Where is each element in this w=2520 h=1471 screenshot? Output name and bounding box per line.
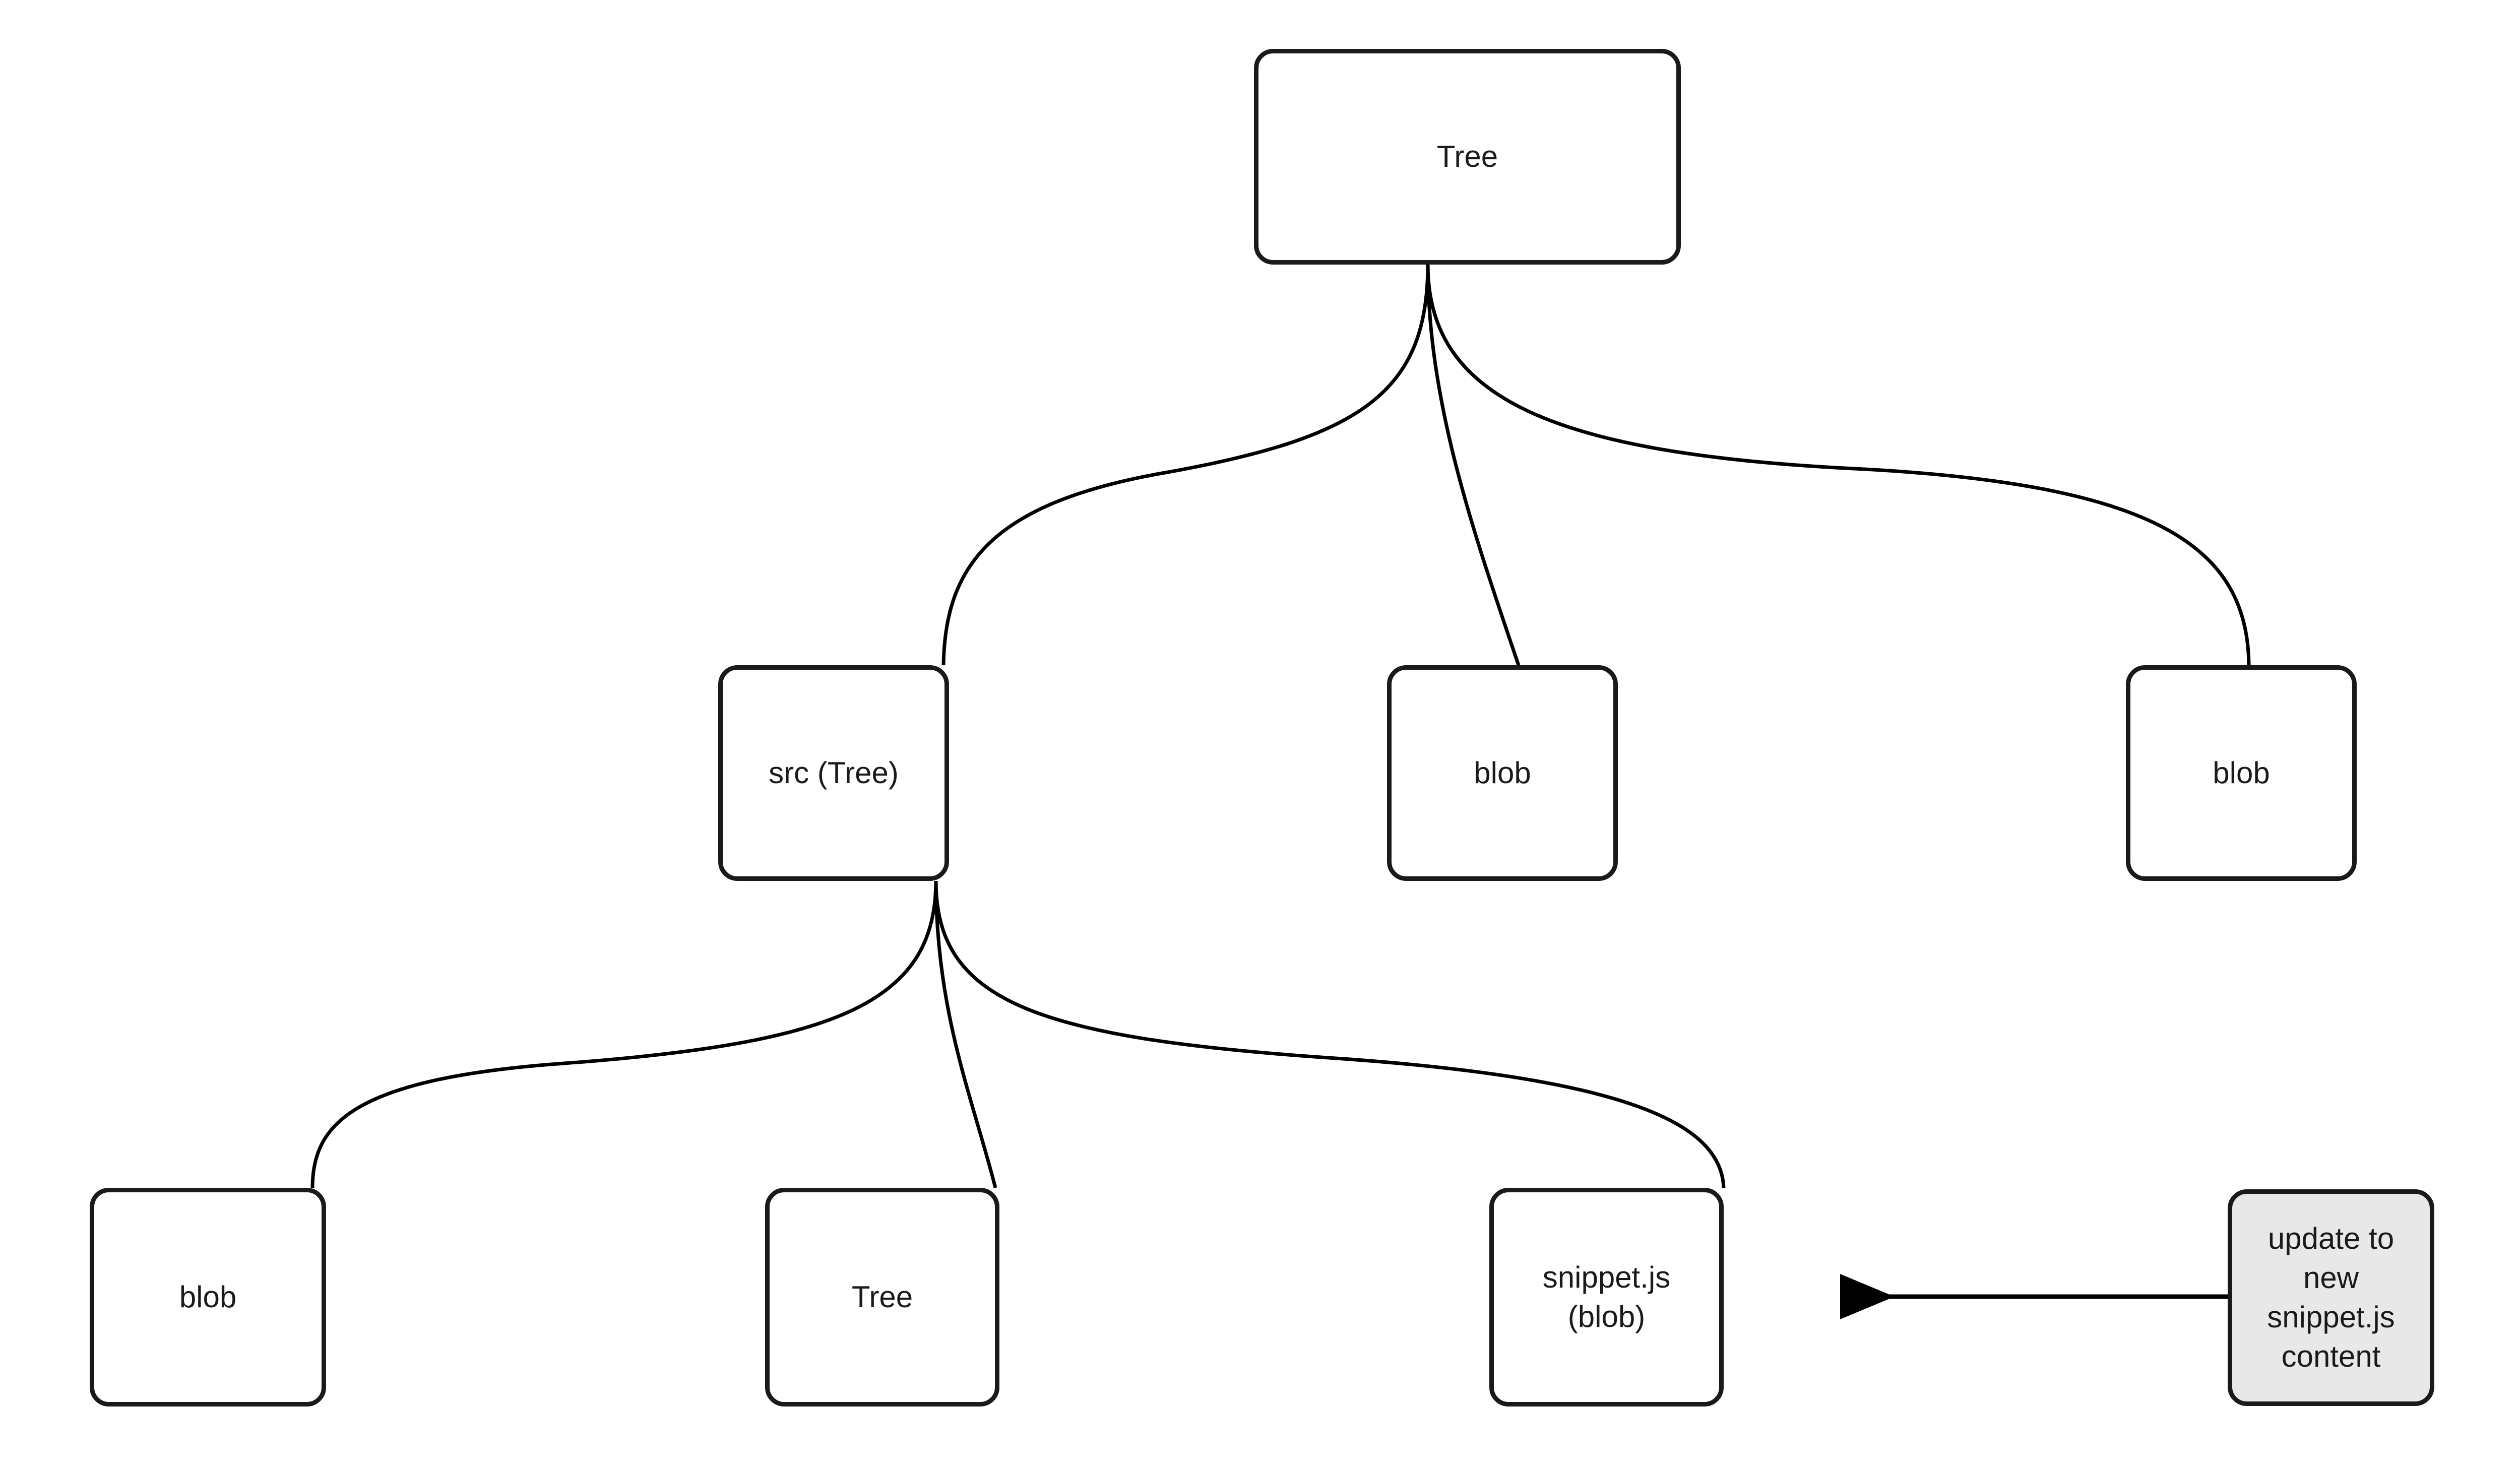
note-label: update to new snippet.js content bbox=[2267, 1222, 2395, 1373]
node-snippet-blob[interactable]: snippet.js (blob) bbox=[1489, 1188, 1724, 1406]
edge-src-to-blob-left bbox=[310, 880, 938, 1188]
node-label: Tree bbox=[851, 1280, 913, 1314]
node-label: blob bbox=[1474, 756, 1531, 790]
node-blob-row2-right[interactable]: blob bbox=[2126, 665, 2357, 881]
node-root-tree[interactable]: Tree bbox=[1254, 49, 1681, 265]
edge-root-to-src-tree bbox=[941, 264, 1430, 666]
node-blob-row2-mid[interactable]: blob bbox=[1387, 665, 1618, 881]
edge-src-to-tree-mid bbox=[934, 880, 997, 1188]
node-src-tree[interactable]: src (Tree) bbox=[718, 665, 949, 881]
node-label: blob bbox=[179, 1280, 237, 1314]
edge-src-to-snippet bbox=[934, 880, 1726, 1188]
edge-root-to-blob-right bbox=[1426, 264, 2251, 666]
node-label: snippet.js (blob) bbox=[1542, 1260, 1671, 1333]
node-label: src (Tree) bbox=[769, 756, 899, 790]
edge-root-to-blob-mid bbox=[1426, 264, 1521, 666]
node-label: blob bbox=[2213, 756, 2270, 790]
node-note-update[interactable]: update to new snippet.js content bbox=[2228, 1189, 2434, 1406]
node-blob-row3-left[interactable]: blob bbox=[90, 1188, 326, 1406]
node-label: Tree bbox=[1436, 140, 1498, 173]
node-tree-row3-mid[interactable]: Tree bbox=[765, 1188, 999, 1406]
